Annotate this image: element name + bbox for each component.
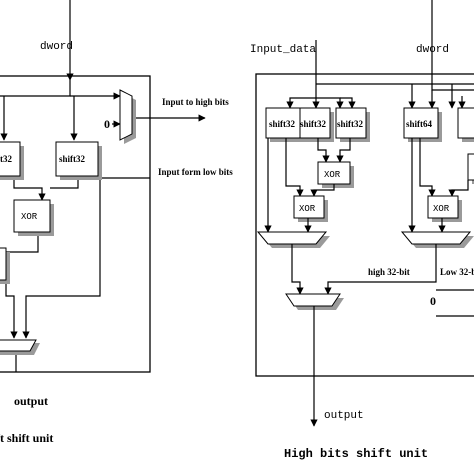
left-dword-to-left — [0, 80, 71, 97]
right-low-label: Low 32-b — [440, 267, 474, 277]
left-low-bits-label: Input form low bits — [158, 167, 233, 177]
right-mux1 — [256, 231, 328, 245]
right-unit-frame — [255, 73, 474, 377]
right-wire-s1-xorl — [285, 138, 304, 197]
right-shift2-label: shift32 — [300, 119, 327, 129]
right-wire-xort-xorl — [310, 184, 335, 197]
left-wire-f — [5, 280, 18, 339]
right-high-label: high 32-bit — [368, 267, 410, 277]
left-dword-label: dword — [40, 41, 73, 53]
right-input-data-label: Input_data — [250, 44, 316, 56]
left-unit-frame — [0, 75, 151, 373]
left-wire-e — [0, 232, 39, 253]
left-output-label: output — [14, 394, 48, 408]
right-edge-box — [467, 153, 474, 181]
right-output-label: output — [324, 410, 364, 422]
right-dist-3 — [340, 97, 356, 109]
left-low-bits-wire — [22, 177, 150, 339]
right-mux2 — [400, 231, 472, 245]
right-wire-edge-xorr — [448, 180, 469, 197]
right-xor-right-label: XOR — [433, 204, 450, 214]
right-wire-s2-xor — [317, 138, 330, 163]
left-shift-b-box — [55, 141, 99, 177]
right-shift5-box — [457, 107, 474, 139]
right-xor-left-box — [293, 195, 325, 219]
right-shift3-box — [335, 107, 367, 139]
right-wire-s3-xor — [336, 138, 351, 163]
right-shift4-label: shift64 — [406, 119, 433, 129]
right-shift1-label: shift32 — [269, 119, 296, 129]
left-reg-box — [0, 247, 7, 281]
right-shift4-box — [403, 107, 439, 139]
right-dist-2 — [316, 97, 344, 109]
left-shift-b-label: shift32 — [59, 154, 86, 164]
left-xor-box — [13, 199, 51, 233]
right-xor-right-box — [427, 195, 459, 219]
right-dist-1 — [286, 97, 316, 109]
left-wire-c — [13, 176, 46, 201]
left-shift-unit: dword 0 Input to high bits Input form lo… — [0, 0, 233, 445]
right-zero-label: 0 — [430, 294, 436, 308]
right-caption: High bits shift unit — [284, 447, 428, 461]
left-shift-a-box — [0, 141, 21, 177]
left-caption: ft shift unit — [0, 431, 53, 445]
left-top-mux — [119, 89, 133, 141]
left-bottom-mux — [0, 339, 37, 352]
right-xor-left-label: XOR — [299, 204, 316, 214]
right-wire-high — [291, 244, 304, 295]
right-shift2-box — [299, 107, 331, 139]
left-high-bits-label: Input to high bits — [162, 97, 229, 107]
right-wire-low — [324, 244, 437, 295]
right-shift3-label: shift32 — [337, 119, 364, 129]
right-final-mux — [285, 293, 341, 307]
right-xor-top-label: XOR — [324, 170, 341, 180]
right-shift-unit: Input_data dword shift32 shift32 shift32… — [250, 0, 474, 461]
right-wire-s4-xorr — [419, 138, 436, 197]
left-shift-a-label: ft32 — [0, 154, 12, 164]
left-xor-label: XOR — [21, 212, 38, 222]
left-zero-label: 0 — [104, 117, 110, 131]
